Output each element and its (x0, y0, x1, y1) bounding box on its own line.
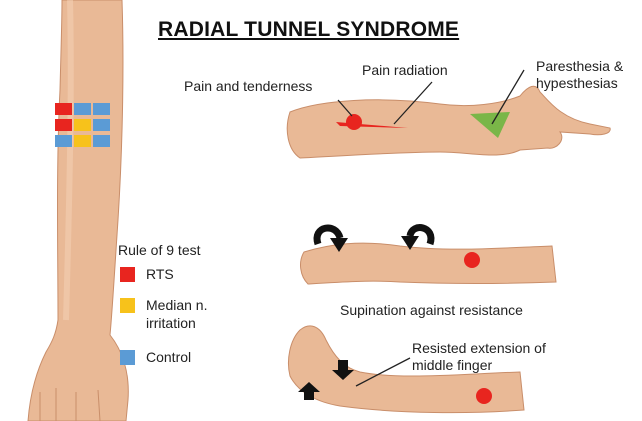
leader-resisted-extension (355, 357, 411, 387)
label-pain-tenderness: Pain and tenderness (184, 78, 313, 94)
supination-marker (464, 252, 480, 268)
leader-pain-radiation (393, 81, 433, 125)
label-paresthesia-line2: hypesthesias (536, 75, 618, 91)
left-forearm (27, 0, 129, 421)
grid-cell (93, 103, 110, 115)
grid-cell (74, 119, 91, 131)
rotation-arrow-left-icon (313, 224, 348, 252)
legend-label-control: Control (146, 348, 191, 366)
legend-label-median: Median n. irritation (146, 296, 207, 332)
legend-title: Rule of 9 test (118, 242, 201, 258)
diagram-title: RADIAL TUNNEL SYNDROME (158, 18, 460, 41)
grid-cell (55, 119, 72, 131)
label-resisted-line1: Resisted extension of (412, 340, 546, 356)
legend-label-median-line2: irritation (146, 315, 196, 331)
label-resisted-extension: Resisted extension of middle finger (412, 340, 546, 374)
top-arm (286, 85, 611, 159)
grid-cell (93, 119, 110, 131)
grid-cell (74, 135, 91, 147)
label-paresthesia-line1: Paresthesia & (536, 58, 624, 74)
label-pain-radiation: Pain radiation (362, 62, 448, 78)
label-supination: Supination against resistance (340, 302, 523, 318)
arrow-down-icon (332, 360, 354, 380)
grid-cell (74, 103, 91, 115)
legend-label-control-line1: Control (146, 349, 192, 365)
leader-paresthesia (491, 69, 525, 125)
leader-pain-tenderness (337, 99, 353, 117)
legend-label-rts-line1: RTS (146, 266, 174, 282)
legend-swatch-median (120, 298, 135, 313)
label-resisted-line2: middle finger (412, 357, 493, 373)
legend-label-rts: RTS (146, 265, 174, 283)
grid-cell (55, 103, 72, 115)
middle-arm (300, 242, 557, 285)
rule-of-9-grid (55, 103, 111, 151)
label-paresthesia: Paresthesia & hypesthesias (536, 58, 623, 92)
bottom-arm (287, 325, 525, 414)
legend-swatch-control (120, 350, 135, 365)
arrow-up-icon (298, 382, 320, 400)
legend-swatch-rts (120, 267, 135, 282)
grid-cell (93, 135, 110, 147)
pain-marker (346, 114, 362, 130)
grid-cell (55, 135, 72, 147)
paresthesia-area (470, 112, 510, 138)
legend-label-median-line1: Median n. (146, 297, 208, 313)
rotation-arrow-right-icon (401, 224, 435, 250)
extension-marker (476, 388, 492, 404)
